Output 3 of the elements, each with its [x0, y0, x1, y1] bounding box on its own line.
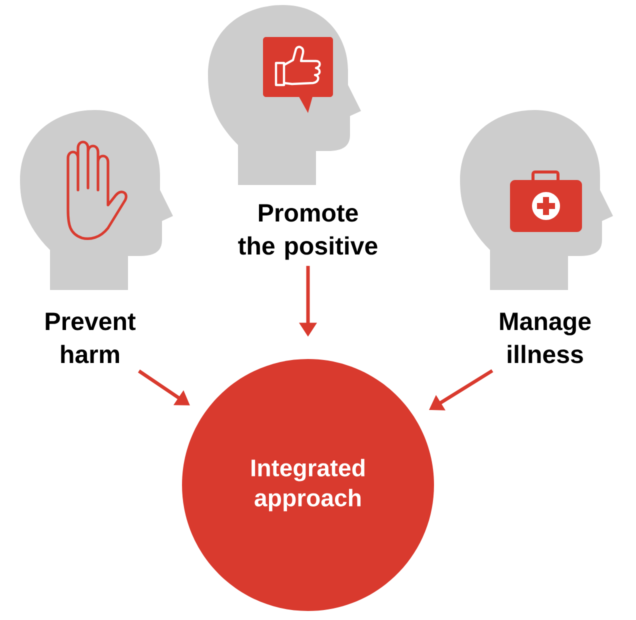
caption-text: Promote the positive — [238, 204, 378, 260]
caption-text: Manage illness — [500, 312, 591, 364]
caption-text: Prevent harm — [46, 312, 136, 364]
